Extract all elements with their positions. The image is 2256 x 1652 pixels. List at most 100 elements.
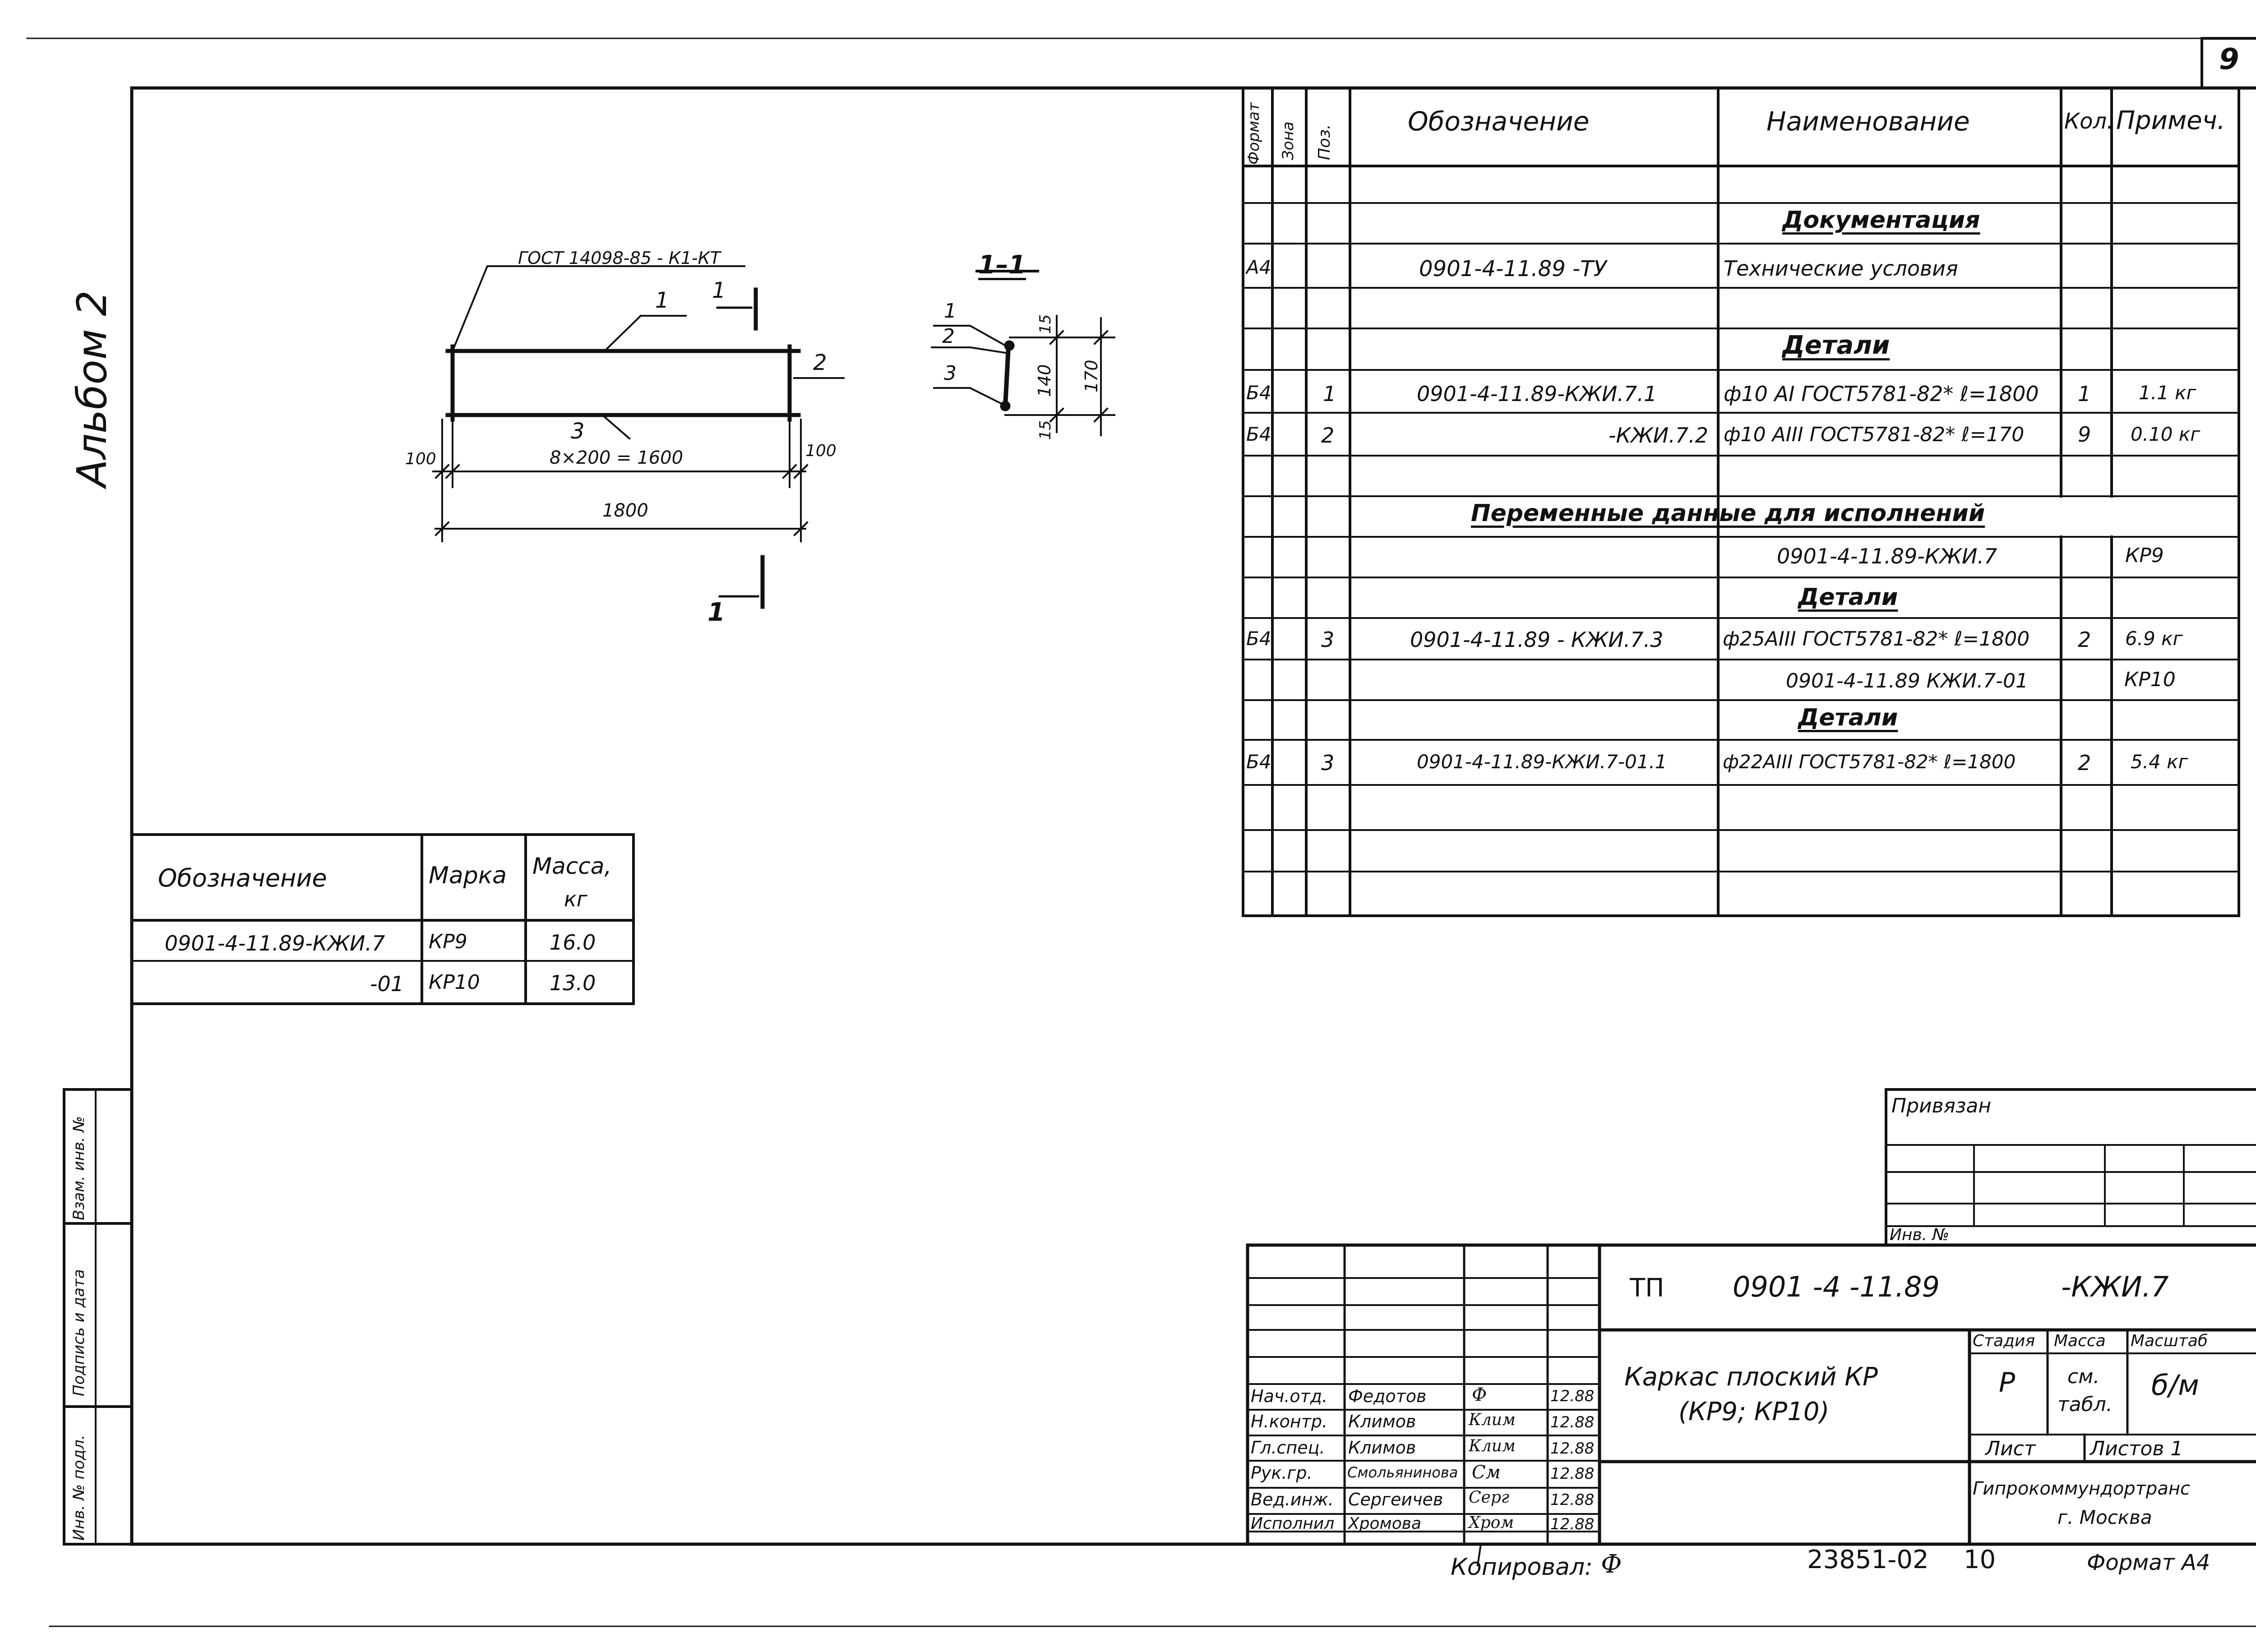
sec-dim-15-bottom: 15	[1036, 420, 1054, 440]
role-signature: Ф	[1472, 1384, 1487, 1405]
var1-mark: КР9	[2125, 544, 2164, 567]
stamp-vzam-inv: Взам. инв. №	[70, 1116, 88, 1220]
role-date: 12.88	[1550, 1413, 1595, 1431]
section-pos-1: 1	[944, 300, 957, 323]
role-date: 12.88	[1550, 1491, 1595, 1509]
tb-code-suffix: -КЖИ.7	[2061, 1270, 2169, 1303]
spec-header-zone: Зона	[1279, 121, 1297, 160]
footer-format: Формат А4	[2087, 1550, 2210, 1575]
role-person: Хромова	[1348, 1514, 1421, 1533]
row2-format: Б4	[1246, 423, 1271, 445]
doc-designation: 0901-4-11.89 -ТУ	[1419, 256, 1607, 281]
spec-sec-details: Детали	[1782, 331, 1890, 360]
role-person: Климов	[1348, 1438, 1416, 1458]
spec-sec-details-3: Детали	[1798, 704, 1898, 731]
mass-row2-designation: -01	[370, 972, 404, 996]
sec-dim-170: 170	[1082, 360, 1101, 392]
role-label: Гл.спец.	[1251, 1438, 1325, 1458]
row4-format: Б4	[1246, 751, 1271, 773]
role-signature: Хром	[1469, 1514, 1514, 1532]
mass-header-mass-unit: кг	[564, 887, 587, 911]
role-label: Нач.отд.	[1251, 1386, 1328, 1406]
section-label: 1–1	[978, 250, 1026, 280]
spec-header-designation: Обозначение	[1408, 106, 1590, 137]
tb-header-scale: Масштаб	[2131, 1332, 2208, 1350]
role-signature: См	[1472, 1462, 1501, 1483]
section-pos-2: 2	[942, 325, 955, 348]
tb-code-prefix: ТП	[1630, 1274, 1664, 1303]
row2-pos: 2	[1321, 423, 1335, 448]
row3-format: Б4	[1246, 628, 1271, 650]
spec-header-qty: Кол.	[2064, 109, 2114, 134]
gost-callout: ГОСТ 14098-85 - К1-КТ	[518, 248, 721, 268]
mass-row1-designation: 0901-4-11.89-КЖИ.7	[165, 931, 385, 955]
row4-pos: 3	[1321, 751, 1335, 775]
var2-designation: 0901-4-11.89 КЖИ.7-01	[1786, 669, 2029, 692]
row3-note: 6.9 кг	[2125, 628, 2183, 650]
role-label: Н.контр.	[1251, 1412, 1328, 1431]
var2-mark: КР10	[2124, 668, 2176, 691]
row1-name: ф10 АI ГОСТ5781-82* ℓ=1800	[1724, 382, 2039, 406]
role-signature: Клим	[1469, 1437, 1516, 1455]
role-date: 12.88	[1550, 1440, 1595, 1458]
var1-designation: 0901-4-11.89-КЖИ.7	[1777, 544, 1997, 568]
tb-org-line2: г. Москва	[2057, 1506, 2152, 1528]
dim-8x200: 8×200 = 1600	[550, 448, 684, 468]
spec-sec-documentation: Документация	[1782, 207, 1980, 234]
row3-qty: 2	[2078, 628, 2091, 652]
tb-code-number: 0901 -4 -11.89	[1733, 1270, 1940, 1303]
pos-1-label: 1	[655, 288, 669, 313]
role-date: 12.88	[1550, 1465, 1595, 1483]
album-label: Альбом 2	[69, 290, 116, 487]
dim-100-right: 100	[805, 442, 837, 460]
row2-designation: -КЖИ.7.2	[1609, 423, 1708, 448]
tb-header-sheet: Лист	[1985, 1437, 2036, 1460]
role-person: Климов	[1348, 1412, 1416, 1431]
row2-qty: 9	[2078, 422, 2091, 447]
section-pos-3: 3	[944, 362, 957, 385]
spec-sec-variable: Переменные данные для исполнений	[1471, 500, 1985, 527]
row2-name: ф10 АIII ГОСТ5781-82* ℓ=170	[1724, 423, 2025, 446]
tb-name-line1: Каркас плоский КР	[1624, 1362, 1878, 1392]
spec-header-pos: Поз.	[1315, 124, 1334, 160]
spec-header-note: Примеч.	[2116, 106, 2225, 135]
page-number: 9	[2219, 43, 2239, 76]
tb-name-line2: (КР9; КР10)	[1678, 1397, 1830, 1426]
role-signature: Клим	[1469, 1411, 1516, 1429]
row4-note: 5.4 кг	[2131, 751, 2188, 773]
footer-copied-label: Копировал:	[1451, 1554, 1593, 1581]
role-person: Сергеичев	[1348, 1490, 1443, 1509]
pos-3-label: 3	[571, 419, 585, 444]
mass-row2-mass: 13.0	[550, 971, 596, 995]
tb-header-mass: Масса	[2054, 1332, 2106, 1350]
privyazan-label: Привязан	[1891, 1094, 1992, 1117]
spec-header-name: Наименование	[1766, 106, 1970, 137]
role-label: Вед.инж.	[1251, 1490, 1334, 1509]
mass-row1-mass: 16.0	[550, 930, 596, 955]
row2-note: 0.10 кг	[2131, 423, 2201, 445]
role-label: Рук.гр.	[1251, 1463, 1313, 1483]
row3-designation: 0901-4-11.89 - КЖИ.7.3	[1410, 628, 1664, 652]
tb-stage: Р	[1999, 1367, 2016, 1398]
mass-row1-mark: КР9	[429, 930, 467, 953]
row1-qty: 1	[2078, 382, 2091, 406]
tb-scale: б/м	[2151, 1369, 2199, 1402]
pos-2-label: 2	[813, 350, 827, 375]
dim-1800: 1800	[602, 500, 648, 521]
tb-mass-line1: см.	[2067, 1365, 2100, 1388]
role-person: Федотов	[1348, 1386, 1427, 1406]
stamp-inv-podl: Инв. № подл.	[70, 1435, 88, 1541]
section-mark-top: 1	[712, 278, 726, 303]
doc-name: Технические условия	[1724, 256, 1958, 281]
privyazan-inv: Инв. №	[1890, 1226, 1950, 1244]
footer-copied-signature: Ф	[1601, 1550, 1622, 1579]
mass-header-designation: Обозначение	[158, 864, 327, 892]
row1-pos: 1	[1323, 382, 1336, 406]
mass-header-mark: Марка	[429, 862, 507, 889]
tb-header-stage: Стадия	[1973, 1332, 2035, 1350]
row4-designation: 0901-4-11.89-КЖИ.7-01.1	[1417, 751, 1667, 773]
row3-name: ф25АIII ГОСТ5781-82* ℓ=1800	[1723, 628, 2030, 651]
row3-pos: 3	[1321, 628, 1335, 652]
role-date: 12.88	[1550, 1515, 1595, 1533]
